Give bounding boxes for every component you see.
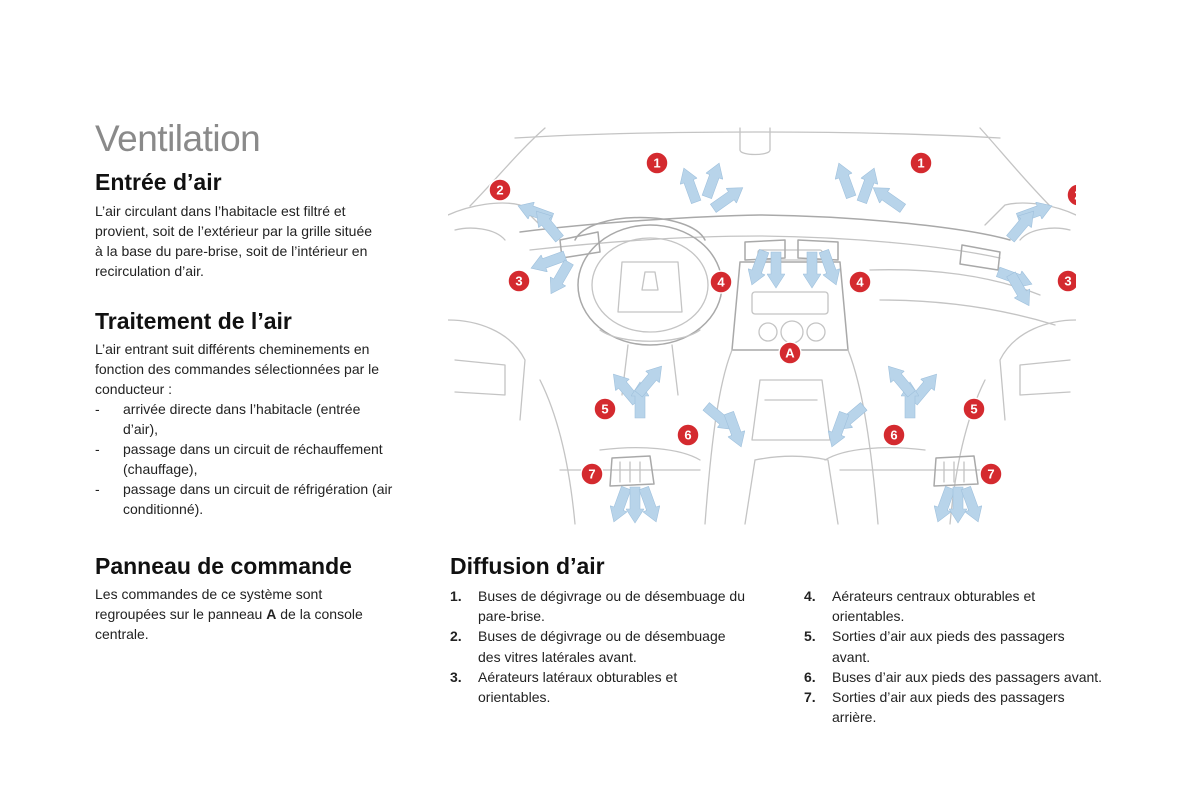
item-number: 6. (804, 668, 816, 685)
badge-2-right: 2 (1066, 183, 1076, 207)
text-fragment: regroupées sur le panneau (95, 606, 267, 622)
text-line: orientables. (832, 608, 905, 625)
text-line: passage dans un circuit de réfrigération… (123, 481, 393, 497)
badge-label: 6 (890, 428, 897, 443)
text-line: pare-brise. (478, 608, 545, 625)
heading-air-intake: Entrée d’air (95, 169, 222, 195)
item-number: 1. (450, 588, 462, 604)
text-line: arrivée directe dans l’habitacle (entrée (123, 401, 361, 417)
heading-air-distribution: Diffusion d’air (450, 553, 605, 579)
heading-air-treatment: Traitement de l’air (95, 308, 292, 334)
badge-2-left: 2 (488, 178, 512, 202)
list-item: arrivée directe dans l’habitacle (entrée… (95, 399, 435, 439)
text-line: arrière. (832, 709, 877, 726)
badge-label: 2 (1074, 188, 1076, 203)
text-line: Buses de dégivrage ou de désembuage (478, 628, 726, 645)
text-line: recirculation d’air. (95, 263, 204, 279)
text-line: à la base du pare-brise, soit de l’intér… (95, 243, 368, 259)
item-number: 3. (450, 668, 462, 685)
badge-label: 1 (917, 156, 924, 171)
badge-3-right: 3 (1056, 269, 1076, 293)
text-line: conducteur : (95, 381, 173, 397)
badge-5-right: 5 (962, 397, 986, 421)
badge-label: 7 (588, 467, 595, 482)
text-line: L’air entrant suit différents cheminemen… (95, 341, 370, 357)
text-line: centrale. (95, 626, 149, 642)
page-title: Ventilation (95, 118, 261, 159)
car-line-art (448, 127, 1076, 525)
air-intake-text: L’air circulant dans l’habitacle est fil… (95, 201, 435, 281)
badge-1-left: 1 (645, 151, 669, 175)
badge-label: A (785, 346, 795, 361)
badge-6-left: 6 (676, 423, 700, 447)
badge-label: 2 (496, 183, 503, 198)
list-item: 3. Aérateurs latéraux obturables et orie… (450, 667, 795, 707)
text-line: avant. (832, 648, 871, 665)
badge-label: 5 (601, 402, 608, 417)
text-line: Sorties d’air aux pieds des passagers (832, 628, 1065, 645)
badge-label: 1 (653, 156, 660, 171)
badge-7-right: 7 (979, 462, 1003, 486)
text-line: Buses d’air aux pieds des passagers avan… (832, 668, 1103, 685)
item-number: 5. (804, 628, 816, 645)
distribution-list-left: 1. Buses de dégivrage ou de désembuage d… (450, 586, 795, 707)
text-line: (chauffage), (123, 461, 198, 477)
badge-4-left: 4 (709, 270, 733, 294)
badge-label: 5 (970, 402, 977, 417)
text-line: passage dans un circuit de réchauffement (123, 441, 383, 457)
text-line: Buses de dégivrage ou de désembuage du (478, 588, 745, 604)
item-number: 4. (804, 588, 816, 604)
air-treatment-text: L’air entrant suit différents cheminemen… (95, 339, 435, 519)
text-line: Les commandes de ce système sont (95, 586, 323, 602)
text-line: conditionné). (123, 501, 204, 517)
list-item: 6. Buses d’air aux pieds des passagers a… (804, 667, 1144, 687)
badge-1-right: 1 (909, 151, 933, 175)
badge-label: 4 (717, 275, 725, 290)
text-line: Sorties d’air aux pieds des passagers (832, 689, 1065, 706)
badge-4-right: 4 (848, 270, 872, 294)
text-line: des vitres latérales avant. (478, 648, 637, 665)
badge-7-left: 7 (580, 462, 604, 486)
text-line: provient, soit de l’extérieur par la gri… (95, 223, 373, 239)
text-fragment: de la console (276, 606, 363, 622)
list-item: 7. Sorties d’air aux pieds des passagers… (804, 687, 1144, 727)
badge-label: 3 (1064, 274, 1071, 289)
text-line: Aérateurs latéraux obturables et (478, 668, 678, 685)
badge-6-right: 6 (882, 423, 906, 447)
badge-label: 3 (515, 274, 522, 289)
car-interior-illustration: 1 1 2 2 3 3 4 4 A 5 5 6 (448, 127, 1076, 526)
text-line: regroupées sur le panneau A de la consol… (95, 604, 435, 624)
badge-3-left: 3 (507, 269, 531, 293)
heading-control-panel: Panneau de commande (95, 553, 352, 579)
badge-5-left: 5 (593, 397, 617, 421)
item-number: 7. (804, 689, 816, 706)
list-item: 1. Buses de dégivrage ou de désembuage d… (450, 586, 795, 626)
badge-label: 6 (684, 428, 691, 443)
badge-label: 4 (856, 275, 864, 290)
text-line: fonction des commandes sélectionnées par… (95, 361, 380, 377)
text-line: orientables. (478, 689, 551, 706)
distribution-list-right: 4. Aérateurs centraux obturables et orie… (804, 586, 1144, 727)
list-item: 2. Buses de dégivrage ou de désembuage d… (450, 626, 795, 666)
badge-A: A (778, 341, 802, 365)
panel-letter: A (266, 606, 277, 622)
text-line: d’air), (123, 421, 159, 437)
list-item: passage dans un circuit de réfrigération… (95, 479, 435, 519)
badge-label: 7 (987, 467, 994, 482)
item-number: 2. (450, 628, 462, 645)
control-panel-text: Les commandes de ce système sont regroup… (95, 584, 435, 644)
text-line: Aérateurs centraux obturables et (832, 588, 1036, 604)
air-treatment-list: arrivée directe dans l’habitacle (entrée… (95, 399, 435, 519)
list-item: passage dans un circuit de réchauffement… (95, 439, 435, 479)
list-item: 5. Sorties d’air aux pieds des passagers… (804, 626, 1144, 666)
list-item: 4. Aérateurs centraux obturables et orie… (804, 586, 1144, 626)
text-line: L’air circulant dans l’habitacle est fil… (95, 203, 346, 219)
